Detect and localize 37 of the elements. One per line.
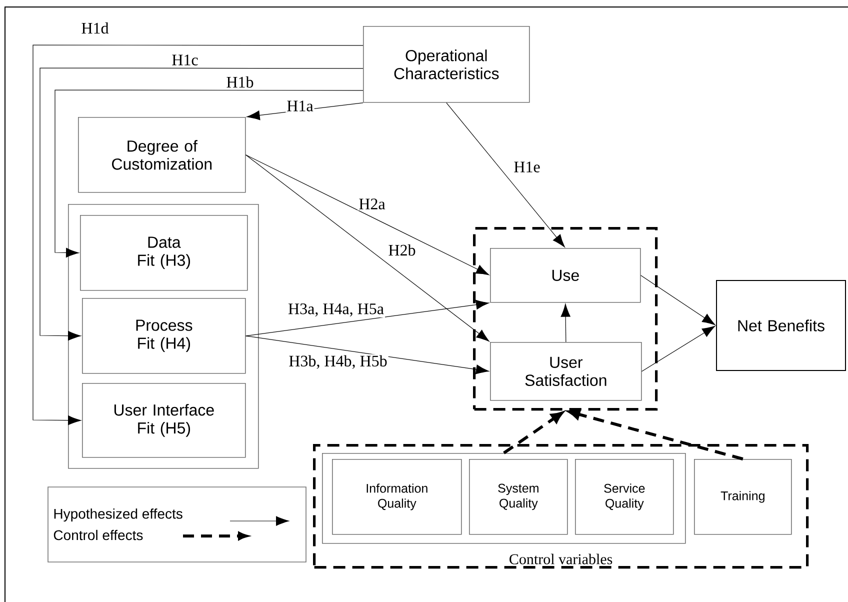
arrow	[32, 44, 364, 426]
process-box: System Quality	[469, 459, 568, 535]
arrow	[246, 300, 490, 336]
process-box: User Interface Fit (H5)	[82, 383, 246, 458]
arrow	[246, 336, 490, 374]
process-box: Data Fit (H3)	[80, 215, 248, 291]
process-box: Degree of Customization	[78, 117, 246, 193]
legend-label: Control effects	[54, 530, 143, 540]
arrow	[54, 90, 364, 258]
edge-label: H2a	[358, 198, 386, 210]
edge-label: H1c	[170, 54, 200, 66]
edge-label: H1a	[286, 100, 314, 112]
process-box: Process Fit (H4)	[82, 298, 246, 374]
outcome-box: Net Benefits	[716, 280, 846, 371]
arrow	[246, 154, 490, 276]
edge-label: H3b, H4b, H5b	[288, 354, 388, 370]
group-box	[68, 204, 259, 469]
process-box: Service Quality	[575, 459, 674, 535]
arrow	[642, 326, 716, 372]
process-box: Use	[490, 248, 641, 303]
arrow	[446, 102, 565, 248]
legend-label: Hypothesized effects	[54, 508, 182, 522]
group-box	[322, 453, 686, 544]
edge-label: H1e	[512, 160, 542, 174]
process-box: Operational Characteristics	[363, 26, 530, 103]
process-box: Information Quality	[332, 459, 462, 535]
arrow	[40, 68, 364, 341]
edge-label: H2b	[387, 243, 417, 257]
group-box	[473, 227, 658, 411]
process-box: User Satisfaction	[490, 342, 642, 401]
edge-label: H1b	[225, 75, 255, 89]
edge-label: H3a, H4a, H5a	[287, 302, 385, 318]
arrow	[560, 304, 570, 342]
process-box: Training	[694, 459, 792, 535]
arrow	[640, 275, 716, 326]
edge-label: H1d	[80, 21, 110, 35]
arrow	[246, 154, 490, 342]
